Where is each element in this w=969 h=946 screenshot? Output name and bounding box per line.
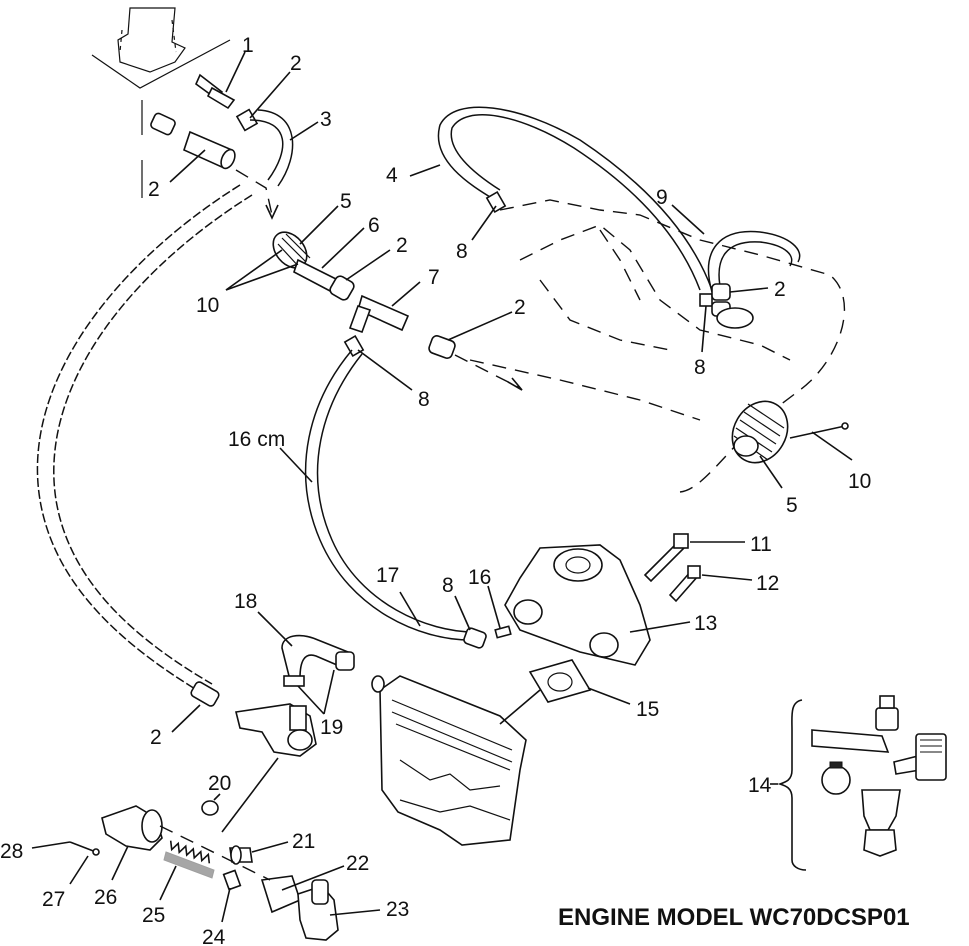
hose-9 xyxy=(671,204,801,297)
callout-2: 2 xyxy=(148,178,160,201)
callout-8: 8 xyxy=(418,388,430,411)
callout-9: 9 xyxy=(656,186,668,209)
callout-2: 2 xyxy=(774,278,786,301)
inset-14-alternate-parts xyxy=(770,695,947,871)
thermostat-housing-26 xyxy=(101,805,163,881)
dashed-engine-outline xyxy=(469,199,846,493)
callout-6: 6 xyxy=(368,214,380,237)
fitting-21 xyxy=(229,841,289,865)
engine-model-title: ENGINE MODEL WC70DCSP01 xyxy=(558,904,910,931)
callout-28: 28 xyxy=(0,840,23,863)
callout-18: 18 xyxy=(234,590,257,613)
callout-15: 15 xyxy=(636,698,659,721)
nozzle-fitting-1 xyxy=(195,51,246,110)
engine-cylinder-block xyxy=(371,675,541,846)
valve-body-23 xyxy=(297,879,381,941)
callout-2: 2 xyxy=(514,296,526,319)
bolt-11 xyxy=(643,533,745,583)
callout-1: 1 xyxy=(242,34,254,57)
hose-clamp-2-upper xyxy=(235,71,291,132)
callout-4: 4 xyxy=(386,164,398,187)
callout-14: 14 xyxy=(748,774,772,797)
clamp-10-lower xyxy=(789,422,853,461)
callout-8: 8 xyxy=(456,240,468,263)
screw-24 xyxy=(221,869,242,923)
callout-10: 10 xyxy=(848,470,871,493)
callout-19: 19 xyxy=(320,716,343,739)
fittings-8-16 xyxy=(399,585,512,649)
callout-17: 17 xyxy=(376,564,399,587)
callout-22: 22 xyxy=(346,852,369,875)
callout-5: 5 xyxy=(340,190,352,213)
callout-16: 16 xyxy=(468,566,491,589)
callout-23: 23 xyxy=(386,898,409,921)
callout-12: 12 xyxy=(756,572,779,595)
callout-20: 20 xyxy=(208,772,231,795)
spring-25 xyxy=(159,840,215,901)
elbow-hose-18 xyxy=(257,611,355,715)
coupling-2-right xyxy=(428,311,513,359)
callout-11: 11 xyxy=(750,533,772,556)
tee-fitting-7 xyxy=(348,281,421,334)
callout-24: 24 xyxy=(202,926,226,946)
callout-26: 26 xyxy=(94,886,117,909)
gasket-15 xyxy=(528,659,631,705)
callout-25: 25 xyxy=(142,904,165,927)
bellows-5-upper xyxy=(272,205,339,269)
bolt-12 xyxy=(668,565,753,603)
water-regulator-valve xyxy=(221,703,317,833)
fitting-sleeves-2 xyxy=(150,112,236,183)
callout-8: 8 xyxy=(442,574,454,597)
callout-5: 5 xyxy=(786,494,798,517)
callout-21: 21 xyxy=(292,830,315,853)
fittings-8-2-right xyxy=(699,283,769,353)
callout-16cm: 16 cm xyxy=(228,428,285,451)
coupling-2-middle xyxy=(329,249,391,301)
callout-27: 27 xyxy=(42,888,65,911)
exhaust-manifold-13 xyxy=(504,544,691,666)
callout-2: 2 xyxy=(396,234,408,257)
callout-8: 8 xyxy=(694,356,706,379)
long-hose-left xyxy=(36,184,253,733)
hose-16cm xyxy=(279,349,475,641)
callout-10: 10 xyxy=(196,294,219,317)
bellows-5-lower xyxy=(731,400,789,489)
clip-20 xyxy=(201,793,221,816)
gasket-22 xyxy=(260,865,345,914)
callout-2: 2 xyxy=(150,726,162,749)
callout-7: 7 xyxy=(428,266,440,289)
callout-13: 13 xyxy=(694,612,717,635)
hose-3 xyxy=(249,109,319,187)
screw-27-28 xyxy=(31,841,100,885)
fitting-8-middle xyxy=(343,334,413,391)
callout-2: 2 xyxy=(290,52,302,75)
pump-housing-fragment xyxy=(91,7,231,198)
callout-3: 3 xyxy=(320,108,332,131)
